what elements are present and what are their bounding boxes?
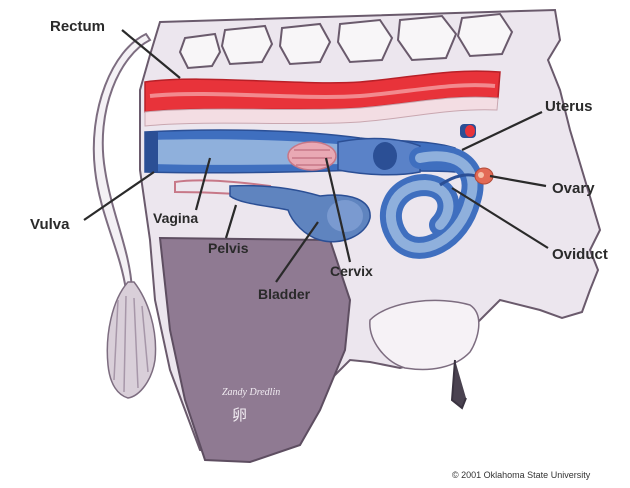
label-ovary: Ovary: [552, 180, 595, 197]
label-rectum: Rectum: [50, 18, 105, 35]
label-cervix: Cervix: [330, 263, 373, 279]
label-uterus: Uterus: [545, 98, 593, 115]
artist-signature-mark: 卵: [232, 404, 247, 425]
label-pelvis: Pelvis: [208, 240, 248, 256]
label-bladder: Bladder: [258, 286, 310, 302]
artist-signature: Zandy Dredlin: [222, 387, 280, 398]
ovary-far: [460, 124, 476, 138]
label-vulva: Vulva: [30, 216, 69, 233]
tail-switch: [107, 282, 155, 398]
vulva: [145, 132, 158, 172]
label-oviduct: Oviduct: [552, 246, 608, 263]
copyright-notice: © 2001 Oklahoma State University: [452, 470, 590, 480]
hind-leg: [160, 238, 350, 462]
label-vagina: Vagina: [153, 210, 198, 226]
